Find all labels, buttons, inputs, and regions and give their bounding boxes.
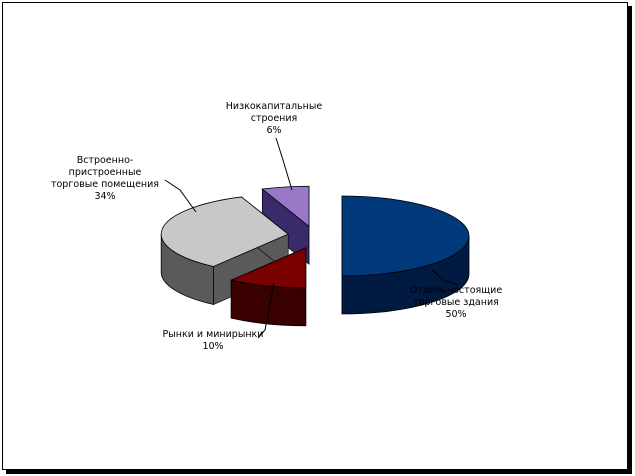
slice-label-line: Низкокапитальные [225,101,323,112]
leader-line [275,137,293,191]
leader-line [164,179,197,213]
slice-label-markets: Рынки и минирынки 10% [160,329,266,353]
slice-label-standalone-buildings: Отдельностоящие торговые здания 50% [404,285,508,321]
frame-shadow-right [628,6,632,474]
slice-top [229,247,307,289]
slice-label-line: Рынки и минирынки [162,329,264,340]
slice-percent: 6% [266,125,282,136]
pie-slice [261,185,310,265]
slice-label-low-capital-structures: Низкокапитальные строения 6% [222,101,326,137]
slice-top [261,185,310,228]
frame-shadow-bottom [6,470,632,474]
slice-label-line: строения [250,113,298,124]
slice-top [341,195,470,277]
slice-label-line: пристроенные [68,167,142,178]
slice-label-line: Отдельностоящие [409,285,503,296]
slice-top [160,196,289,267]
slice-percent: 10% [202,341,224,352]
pie-slice [341,195,470,315]
pie-slice [229,247,307,327]
slice-percent: 34% [94,191,116,202]
slice-label-line: Встроенно- [76,155,134,166]
leader-line [431,269,459,286]
chart-frame [2,2,628,470]
slice-label-line: торговые помещения [50,179,160,190]
leader-line [257,282,275,339]
slice-percent: 50% [445,309,467,320]
slice-label-line: торговые здания [413,297,499,308]
slice-label-built-in-premises: Встроенно- пристроенные торговые помещен… [50,155,160,203]
